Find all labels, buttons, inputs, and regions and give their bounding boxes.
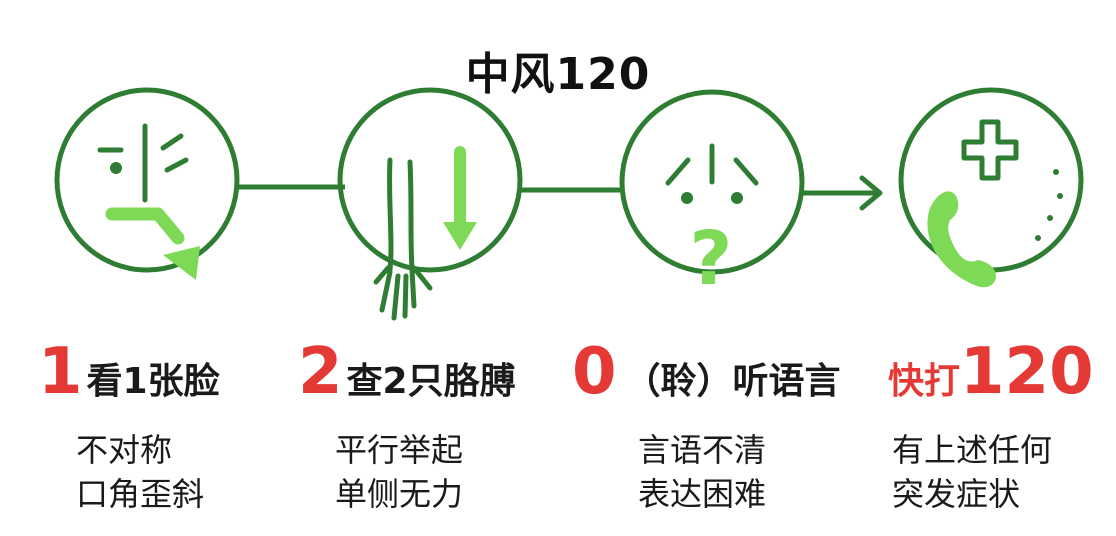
step-1-number: 1 [38,335,83,409]
step-3-desc-line-1: 言语不清 [638,431,767,469]
page-title: 中风120 [465,49,651,100]
step-2-title: 2 查2只胳膊 [298,340,516,404]
step-3-desc-line-2: 表达困难 [638,475,767,513]
step-4-desc-line-1: 有上述任何 [892,431,1053,469]
step-1-description: 不对称 口角歪斜 [76,428,204,516]
arm-drop-icon [337,87,523,321]
face-asymmetry-icon [54,87,240,280]
step-2-desc-line-1: 平行举起 [335,431,464,469]
arrow-right-icon [802,175,883,211]
step-3-title: 0 （聆）听语言 [572,340,841,404]
question-mark: ? [690,216,733,302]
step-2-desc-line-2: 单侧无力 [335,475,464,513]
step-3-number: 0 [572,335,617,409]
step-3-description: 言语不清 表达困难 [638,428,766,516]
step-4-desc-line-2: 突发症状 [892,475,1021,513]
step-4-description: 有上述任何 突发症状 [892,428,1052,516]
step-4-prefix: 快打 [888,361,961,402]
phone-icon [927,191,996,288]
phone-medical-icon [898,87,1084,288]
step-3-label: （聆）听语言 [624,361,841,402]
step-2-label: 查2只胳膊 [346,361,516,402]
step-1-label: 看1张脸 [86,361,220,402]
icons-row: ? [54,87,1084,321]
step-4-number: 120 [960,335,1094,409]
step-1-desc-line-1: 不对称 [76,431,173,469]
step-2-number: 2 [298,335,343,409]
step-2-description: 平行举起 单侧无力 [335,428,463,516]
step-4-title: 快打 120 [888,340,1094,404]
step-1-title: 1 看1张脸 [38,340,220,404]
step-1-desc-line-2: 口角歪斜 [76,475,205,513]
speech-question-icon: ? [619,89,805,302]
